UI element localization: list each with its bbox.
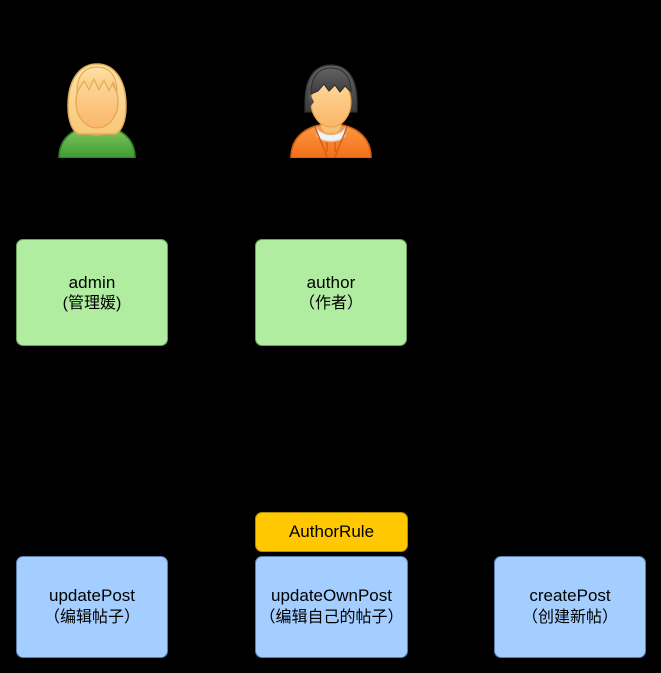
permission-update-post-name: updatePost (48, 586, 135, 605)
permission-update-own-post-name-cn: （编辑自己的帖子） (259, 609, 404, 626)
permission-update-own-post-name: updateOwnPost (271, 586, 392, 605)
male-user-avatar-icon (281, 58, 381, 158)
role-admin-name-cn: (管理媛) (62, 294, 122, 312)
permission-box-create-post[interactable]: createPost （创建新帖） (494, 556, 646, 658)
role-author-name-cn: （作者） (298, 294, 363, 312)
permission-create-post-name: createPost (529, 586, 611, 605)
permission-create-post-name-cn: （创建新帖） (521, 609, 618, 626)
rule-box-author-rule[interactable]: AuthorRule (255, 512, 408, 552)
rule-author-label: AuthorRule (288, 522, 375, 541)
female-user-avatar-icon (47, 58, 147, 158)
role-admin-name: admin (68, 272, 116, 292)
role-box-admin[interactable]: admin (管理媛) (16, 239, 168, 346)
permission-box-update-post[interactable]: updatePost （编辑帖子） (16, 556, 168, 658)
role-box-author[interactable]: author （作者） (255, 239, 407, 346)
permission-update-post-name-cn: （编辑帖子） (43, 609, 140, 626)
permission-box-update-own-post[interactable]: updateOwnPost （编辑自己的帖子） (255, 556, 408, 658)
role-author-name: author (306, 272, 356, 292)
